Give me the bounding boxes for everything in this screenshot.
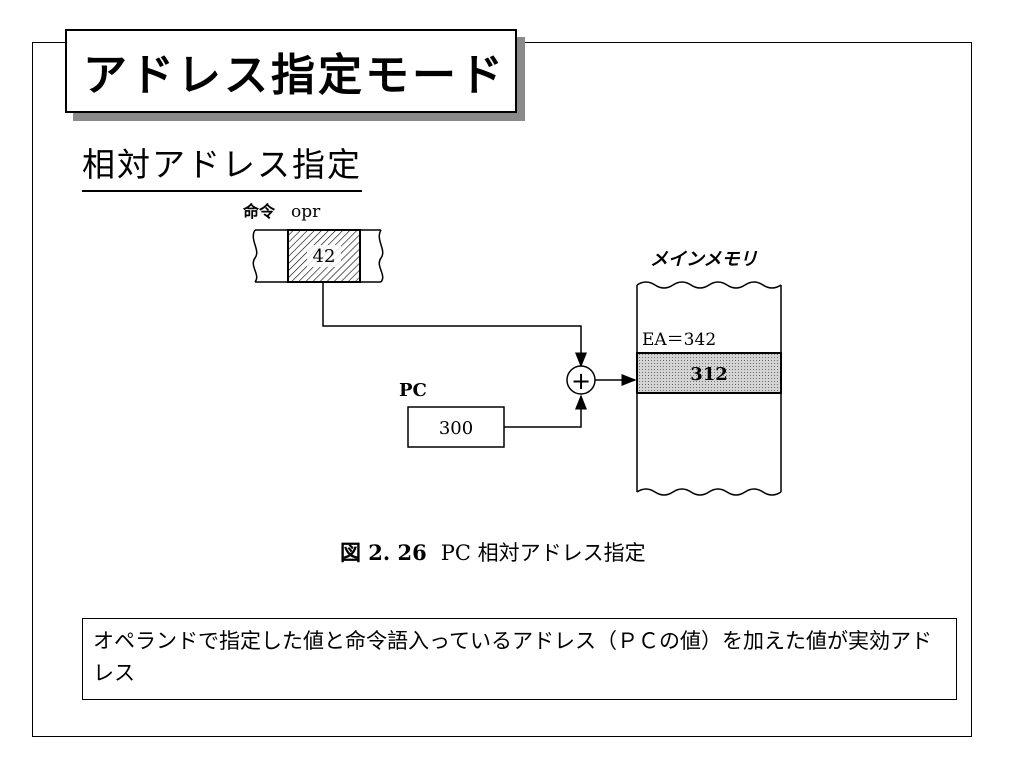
effective-address-label: EA＝342: [642, 330, 716, 350]
memory-cell-target: [636, 352, 782, 394]
operand-value: 42: [313, 246, 336, 267]
description-box: オペランドで指定した値と命令語入っているアドレス（ＰＣの値）を加えた値が実効アド…: [82, 618, 957, 700]
operand-label: opr: [291, 202, 321, 222]
pc-register: [407, 406, 505, 448]
description-text: オペランドで指定した値と命令語入っているアドレス（ＰＣの値）を加えた値が実効アド…: [93, 629, 932, 685]
instruction-register: 42: [252, 229, 384, 283]
figure-caption-text: PC 相対アドレス指定: [440, 541, 646, 565]
memory-cell-value: 312: [690, 364, 728, 385]
main-memory: 312 EA＝342: [636, 281, 782, 496]
figure-caption: 図 2. 26 PC 相対アドレス指定: [340, 537, 646, 567]
slide-title: アドレス指定モード: [65, 29, 517, 113]
pc-to-adder-line: [504, 394, 587, 428]
figure-number: 図 2. 26: [340, 540, 427, 565]
adder-symbol: +: [571, 367, 591, 395]
section-heading: 相対アドレス指定: [82, 138, 362, 192]
instruction-left-wavy-edge: [252, 229, 258, 283]
operand-to-adder-line: [322, 282, 587, 368]
pc-label: PC: [399, 380, 427, 401]
memory-top-wavy-edge: [636, 281, 782, 289]
memory-bottom-wavy-edge: [636, 488, 782, 496]
instruction-label: 命令: [242, 202, 276, 221]
instruction-right-wavy-edge: [378, 229, 384, 283]
memory-label: メインメモリ: [650, 249, 757, 270]
pc-value: 300: [439, 418, 473, 439]
slide-title-text: アドレス指定モード: [83, 50, 506, 101]
